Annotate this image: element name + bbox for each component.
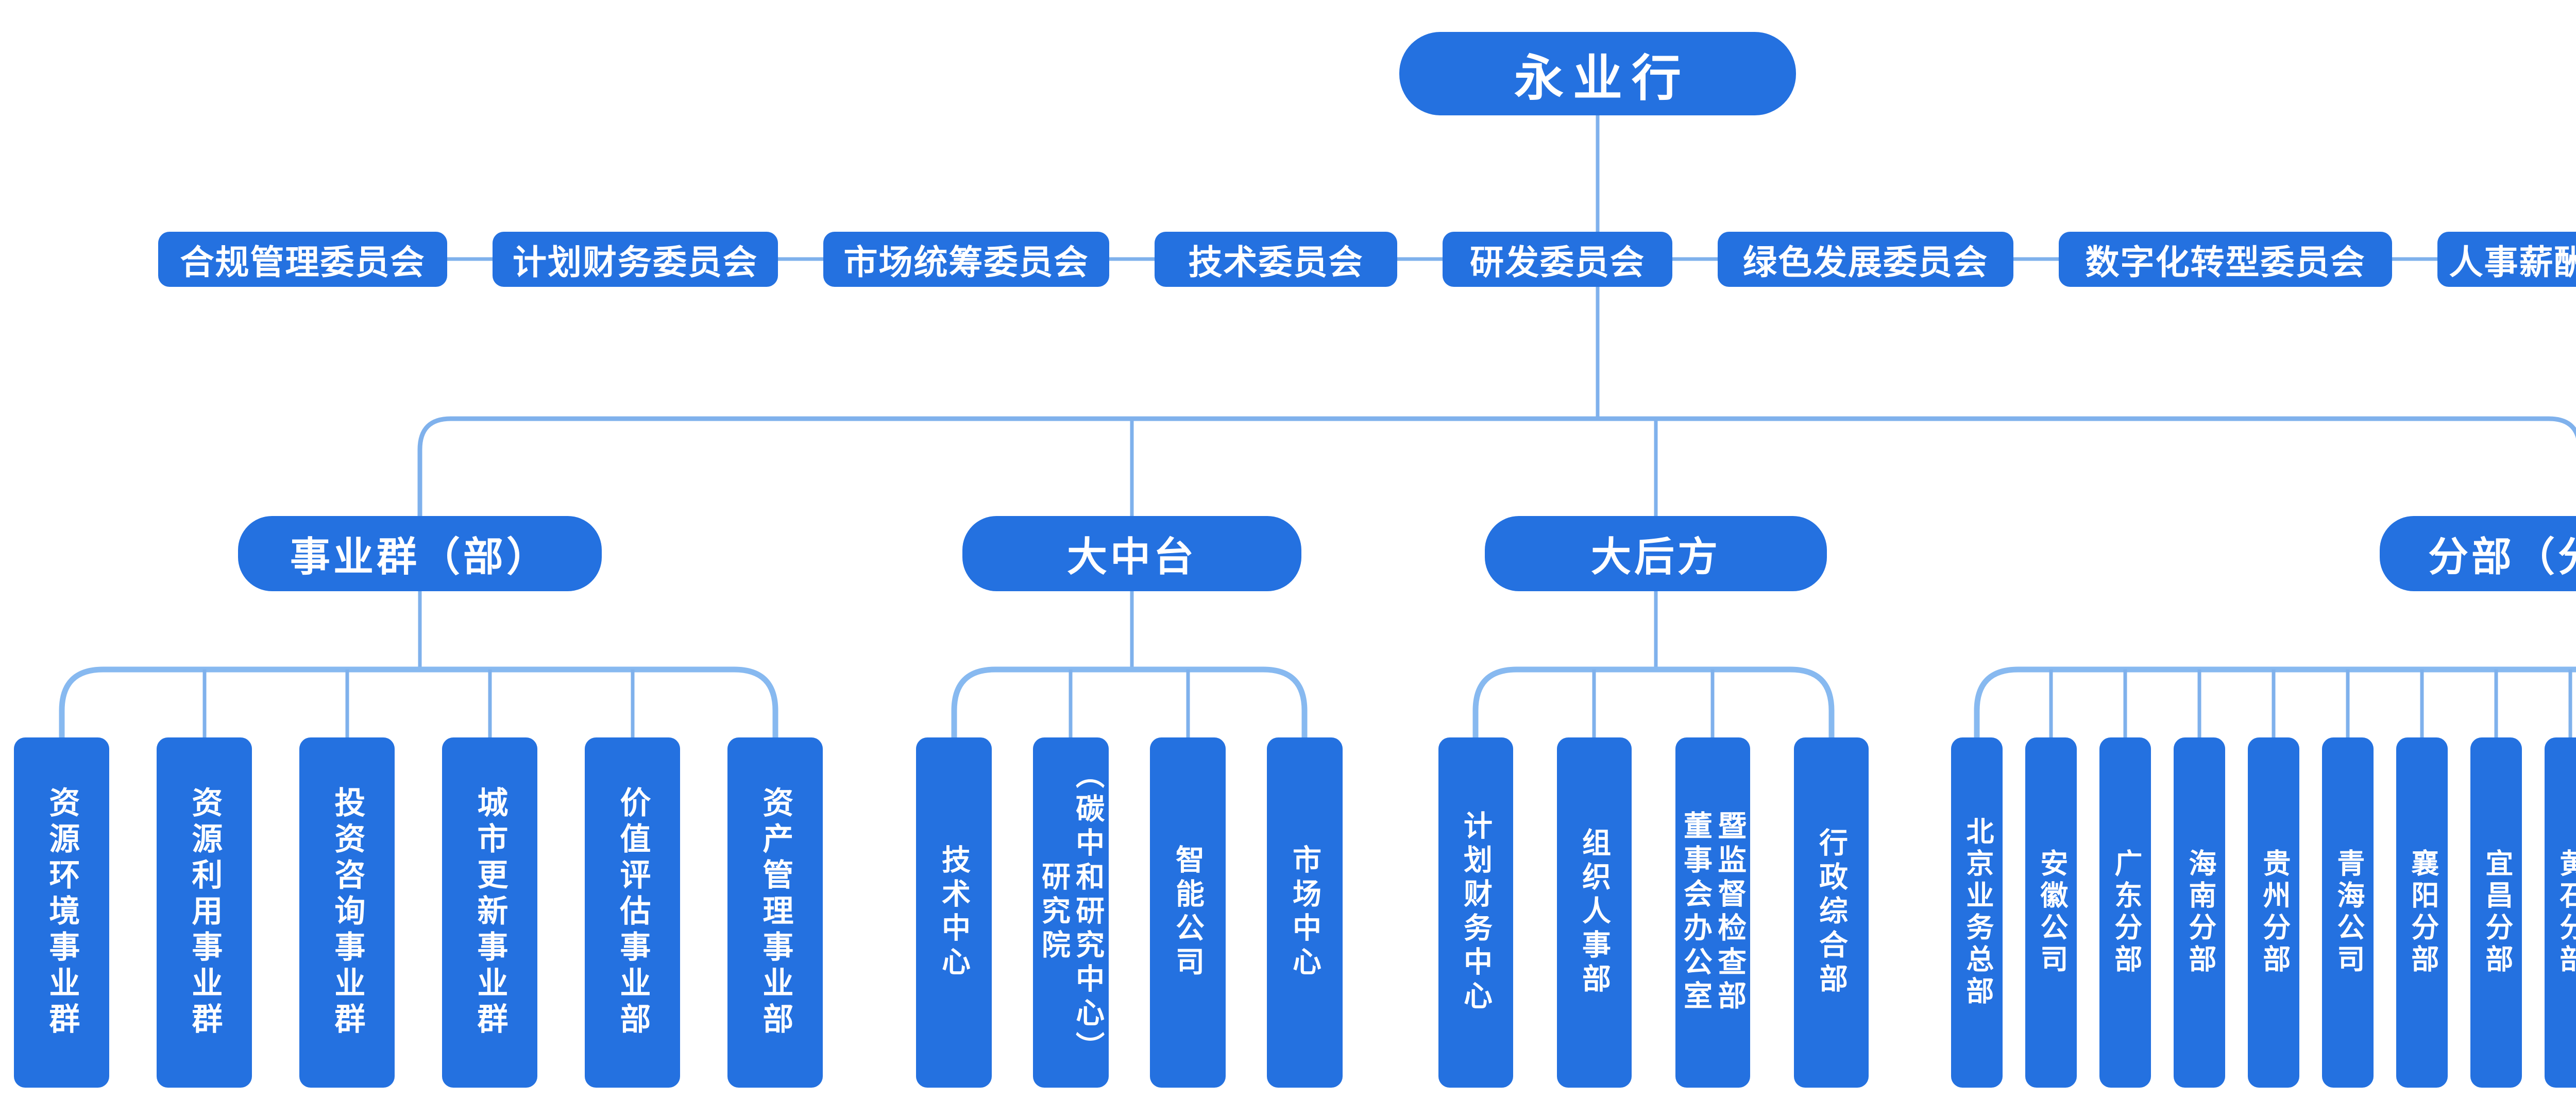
committee-node[interactable]: 人事薪酬委员会	[2437, 232, 2576, 287]
department-node[interactable]: 襄阳分部	[2396, 737, 2448, 1088]
department-node[interactable]: 城市更新事业群	[442, 737, 537, 1088]
department-label: 智能公司	[1172, 845, 1205, 981]
department-label: 黄石分部	[2555, 849, 2576, 976]
department-label: 投资咨询事业群	[330, 786, 365, 1039]
committee-node[interactable]: 技术委员会	[1155, 232, 1397, 287]
department-label: 研究院 （碳中和研究中心）	[1038, 760, 1105, 1066]
committee-node[interactable]: 合规管理委员会	[158, 232, 447, 287]
department-node[interactable]: 行政综合部	[1794, 737, 1869, 1088]
department-label: 城市更新事业群	[472, 786, 507, 1039]
department-node[interactable]: 投资咨询事业群	[299, 737, 395, 1088]
children-row-branches: 北京业务总部安徽公司广东分部海南分部贵州分部青海公司襄阳分部宜昌分部黄石分部十堰…	[1951, 737, 2576, 1088]
department-node[interactable]: 技术中心	[916, 737, 992, 1088]
department-node[interactable]: 安徽公司	[2025, 737, 2077, 1088]
department-label: 价值评估事业部	[615, 786, 650, 1039]
department-label: 市场中心	[1289, 845, 1321, 981]
department-label: 襄阳分部	[2406, 849, 2438, 976]
department-label: 资源环境事业群	[44, 786, 79, 1039]
children-row-back-office: 计划财务中心 组织人事部 董事会办公室 暨监督检查部 行政综合部	[1438, 737, 1869, 1088]
department-label: 青海公司	[2332, 849, 2364, 976]
department-label: 安徽公司	[2036, 849, 2067, 976]
department-label: 资产管理事业部	[758, 786, 793, 1039]
department-node[interactable]: 研究院 （碳中和研究中心）	[1033, 737, 1109, 1088]
committee-node[interactable]: 研发委员会	[1443, 232, 1672, 287]
department-label: 计划财务中心	[1460, 811, 1493, 1015]
department-label: 广东分部	[2110, 849, 2141, 976]
division-header-back-office[interactable]: 大后方	[1485, 516, 1827, 591]
department-node[interactable]: 资产管理事业部	[727, 737, 823, 1088]
department-node[interactable]: 黄石分部	[2545, 737, 2576, 1088]
committee-node[interactable]: 数字化转型委员会	[2059, 232, 2392, 287]
committee-node[interactable]: 绿色发展委员会	[1718, 232, 2013, 287]
division-header-branches[interactable]: 分部（分公司）	[2380, 516, 2576, 591]
department-node[interactable]: 计划财务中心	[1438, 737, 1513, 1088]
children-row-business-groups: 资源环境事业群 资源利用事业群 投资咨询事业群 城市更新事业群 价值评估事业部 资产管理事…	[14, 737, 823, 1088]
department-label: 海南分部	[2184, 849, 2215, 976]
committee-node[interactable]: 市场统筹委员会	[823, 232, 1109, 287]
department-label: 董事会办公室 暨监督检查部	[1680, 811, 1747, 1015]
department-node[interactable]: 智能公司	[1150, 737, 1226, 1088]
department-node[interactable]: 北京业务总部	[1951, 737, 2003, 1088]
department-node[interactable]: 价值评估事业部	[585, 737, 680, 1088]
department-node[interactable]: 广东分部	[2099, 737, 2151, 1088]
division-header-middle-platform[interactable]: 大中台	[962, 516, 1301, 591]
department-label: 北京业务总部	[1961, 817, 1993, 1008]
department-node[interactable]: 资源环境事业群	[14, 737, 109, 1088]
committee-row: 合规管理委员会计划财务委员会市场统筹委员会技术委员会研发委员会绿色发展委员会数字…	[158, 232, 2576, 287]
department-node[interactable]: 市场中心	[1267, 737, 1343, 1088]
department-label: 组织人事部	[1578, 828, 1611, 998]
department-label: 行政综合部	[1815, 828, 1848, 998]
root-node[interactable]: 永业行	[1399, 32, 1796, 115]
department-node[interactable]: 宜昌分部	[2470, 737, 2522, 1088]
division-header-business-groups[interactable]: 事业群（部）	[238, 516, 602, 591]
department-node[interactable]: 海南分部	[2174, 737, 2225, 1088]
children-row-middle-platform: 技术中心 研究院 （碳中和研究中心） 智能公司 市场中心	[916, 737, 1343, 1088]
department-label: 贵州分部	[2258, 849, 2290, 976]
committee-node[interactable]: 计划财务委员会	[493, 232, 778, 287]
department-node[interactable]: 贵州分部	[2248, 737, 2299, 1088]
department-label: 资源利用事业群	[187, 786, 222, 1039]
department-node[interactable]: 董事会办公室 暨监督检查部	[1675, 737, 1750, 1088]
department-node[interactable]: 青海公司	[2322, 737, 2374, 1088]
department-label: 技术中心	[938, 845, 971, 981]
department-node[interactable]: 组织人事部	[1557, 737, 1632, 1088]
department-node[interactable]: 资源利用事业群	[157, 737, 252, 1088]
department-label: 宜昌分部	[2481, 849, 2512, 976]
